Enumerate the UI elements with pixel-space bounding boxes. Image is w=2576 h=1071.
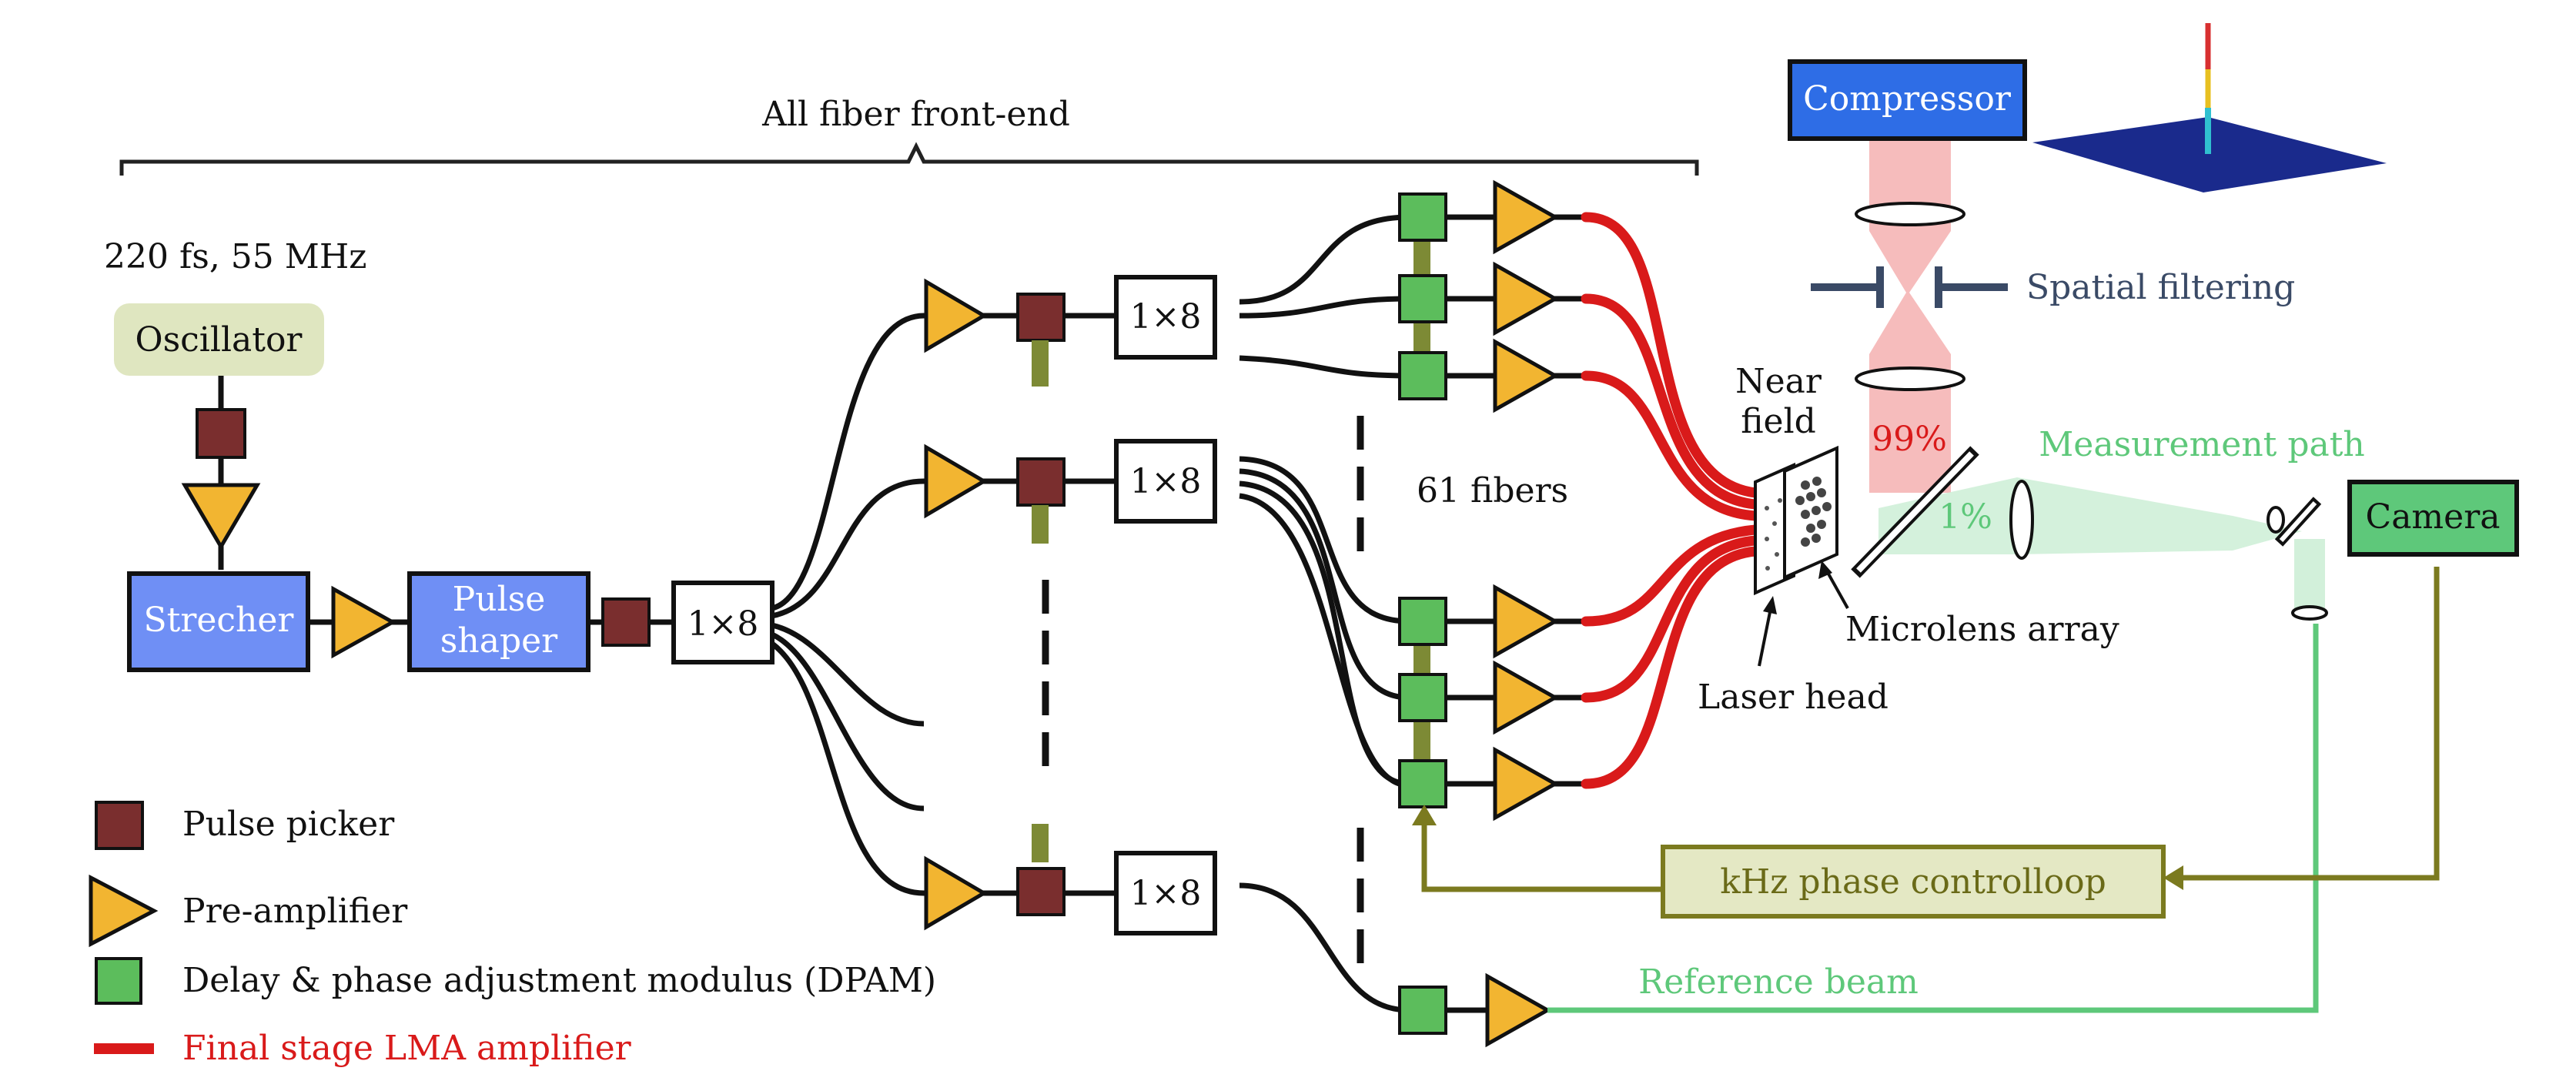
compressor-label: Compressor [1803,79,2012,119]
lens-icon [1855,366,1965,391]
microlens-array-label: Microlens array [1845,610,2119,649]
pulse-shaper-label-1: Pulse [453,580,546,619]
camera-label: Camera [2366,497,2501,537]
spatial-filtering-label: Spatial filtering [2026,268,2295,307]
dpam-icon [1398,986,1447,1035]
pre-amplifier-icon [1493,660,1560,735]
bottom-dpam-group [1398,584,1586,822]
pct99-label: 99% [1872,420,1947,459]
dpam-icon [1398,351,1447,400]
near-label: Near [1735,362,1822,401]
pulse-picker-icon [1016,867,1066,916]
pulse-picker-icon [1016,457,1066,507]
field-label: field [1741,402,1816,441]
lens-icon [1855,202,1965,226]
far-field-plot [2032,117,2387,192]
legend-label: Pulse picker [182,805,395,844]
legend: Pulse picker Pre-amplifier Delay & phase… [89,801,936,1068]
pre-amplifier-icon [181,483,261,551]
main-fanout [770,313,925,896]
legend-label: Final stage LMA amplifier [182,1029,632,1068]
pre-amplifier-icon [331,585,397,659]
pulse-shaper-label-2: shaper [440,621,558,661]
legend-label: Delay & phase adjustment modulus (DPAM) [182,961,936,1000]
dpam-icon [1398,759,1447,808]
dpam-icon [1398,597,1447,646]
splitter-a [1114,275,1217,360]
microlens-array [1783,445,1838,581]
pre-amplifier-icon [1493,261,1560,336]
stretcher-label: Strecher [144,601,295,640]
front-end-brace [119,142,1699,176]
oscillator-block [114,303,324,376]
pulse-shaper-block [407,571,590,672]
spatial-filter [1811,266,2008,308]
control-loop-block [1661,845,2166,919]
splitter-b [1114,439,1217,524]
microlens-hexes [1795,477,1832,547]
dpam-icon [1398,673,1447,722]
splitter-c-label: 1×8 [1130,874,1202,913]
measurement-beam [1878,477,2302,554]
measurement-path-label: Measurement path [2039,425,2365,464]
pre-amplifier-icon [924,278,988,353]
control-feedback-path [2179,567,2440,881]
legend-label: Pre-amplifier [182,892,408,931]
pre-amplifier-icon [89,874,159,948]
reference-beam-path [1547,624,2319,1013]
pct1-label: 1% [1939,497,1992,537]
pre-amplifier-icon [1493,746,1560,822]
reference-beam-label: Reference beam [1638,962,1919,1002]
splitter-main [671,581,774,664]
pulse-picker-icon [601,597,651,647]
pre-amplifier-icon [924,443,988,519]
lens-icon [2267,506,2285,534]
camera-block [2347,480,2519,557]
pulse-picker-icon [196,408,246,459]
dpam-icon [95,957,142,1005]
pre-amplifier-icon [1493,584,1560,659]
laser-head-label: Laser head [1698,678,1889,717]
lens-icon [2009,480,2034,560]
top-dpam-group [1398,179,1586,413]
pulse-picker-icon [1016,293,1066,342]
measurement-beam-down [2294,539,2325,608]
pre-amplifier-icon [924,855,988,931]
output-beam [1869,139,1951,493]
dpam-icon [1398,192,1447,242]
lens-icon [2291,605,2328,621]
pulse-picker-icon [95,801,144,850]
pre-amplifier-icon [1485,972,1552,1048]
pulse-spec-label: 220 fs, 55 MHz [104,237,366,276]
compressor-block [1788,59,2027,141]
dpam-icon [1398,274,1447,323]
fibers-label: 61 fibers [1417,471,1568,510]
splitter-b-label: 1×8 [1130,462,1202,501]
control-loop-label: kHz phase controlloop [1720,862,2106,902]
pre-amplifier-icon [1493,179,1560,255]
laser-head-dots [1765,498,1782,571]
lma-fibers [1581,212,1761,789]
splitter-c [1114,851,1217,935]
front-end-label: All fiber front-end [761,95,1070,134]
control-to-dpam-path [1421,820,1663,892]
pre-amplifier-icon [1493,338,1560,413]
oscillator-label: Oscillator [135,320,303,360]
splitter-main-label: 1×8 [687,604,759,644]
splitter-a-label: 1×8 [1130,297,1202,336]
